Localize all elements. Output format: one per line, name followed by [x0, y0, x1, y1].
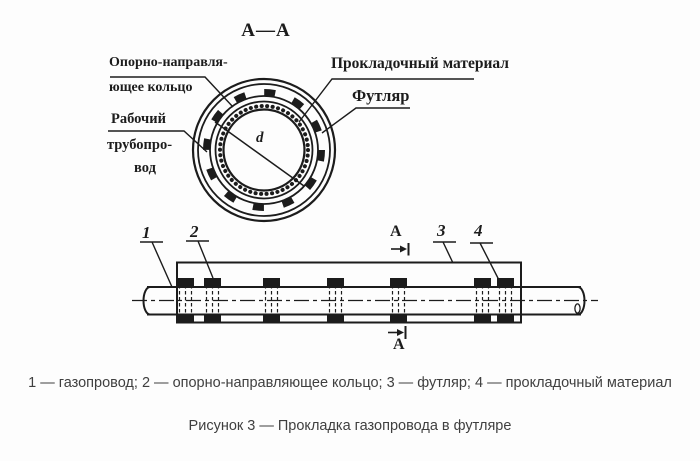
label-working-pipe-line1: Рабочий — [111, 111, 166, 127]
leader-casing — [321, 107, 410, 134]
callout-number-3: 3 — [437, 221, 446, 240]
label-working-pipe-line3: вод — [134, 160, 156, 176]
label-guide-ring-line2: ющее кольцо — [109, 80, 193, 95]
callout-number-2: 2 — [190, 222, 199, 241]
label-gasket-material: Прокладочный материал — [331, 55, 510, 72]
diameter-line — [214, 121, 305, 187]
leader-4 — [470, 242, 502, 285]
figure-caption: Рисунок 3 — Прокладка газопровода в футл… — [188, 418, 512, 434]
section-view-title: А—А — [241, 20, 291, 41]
leader-3 — [433, 241, 456, 264]
pipe-right-bore — [574, 303, 581, 314]
ring-hidden-edges — [178, 279, 513, 322]
casing-inner-circle — [197, 83, 331, 217]
casing-rect — [176, 261, 522, 324]
leader-working-pipe — [108, 130, 208, 153]
cross-section-drawing — [191, 77, 337, 223]
section-letter-top: А — [390, 223, 402, 240]
legend-caption: 1 — газопровод; 2 — опорно-направляющее … — [28, 375, 672, 391]
section-letter-bottom: А — [393, 336, 405, 353]
leader-1 — [140, 241, 173, 288]
section-mark-top — [391, 243, 410, 256]
label-working-pipe-line2: трубопро- — [107, 137, 173, 153]
leader-lines — [108, 76, 474, 153]
guide-ring-outer — [209, 95, 319, 205]
leader-guide-ring — [110, 76, 234, 108]
label-guide-ring-line1: Опорно-направля- — [109, 55, 228, 70]
label-casing: Футляр — [352, 86, 410, 105]
diameter-symbol: d — [256, 130, 264, 146]
pipe-right-cap — [577, 286, 586, 316]
callout-number-1: 1 — [142, 223, 151, 242]
callout-number-4: 4 — [474, 221, 483, 240]
casing-outer-circle — [191, 77, 337, 223]
longitudinal-drawing — [132, 240, 598, 339]
guide-ring-lugs — [203, 89, 325, 211]
section-mark-bottom — [388, 326, 407, 339]
guide-ring-inner — [214, 100, 314, 200]
section-arrow-icon — [397, 329, 404, 336]
section-arrow-icon — [400, 245, 407, 253]
pipe-wall-circle — [222, 108, 306, 192]
callout-leaders — [140, 240, 502, 288]
gasket-bead-ring — [218, 104, 310, 196]
leader-gasket — [298, 78, 474, 123]
pipe-left-cap — [142, 286, 151, 316]
leader-2 — [186, 240, 214, 279]
